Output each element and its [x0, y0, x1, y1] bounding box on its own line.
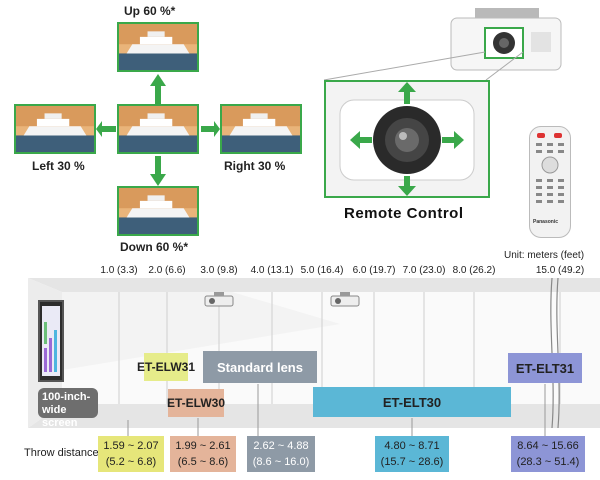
scale-tick-2: 2.0 (6.6): [148, 265, 186, 276]
throw-value-elw30: 1.99 ~ 2.61 (6.5 ~ 8.6): [170, 436, 236, 472]
throw-meters: 8.64 ~ 15.66: [517, 440, 579, 452]
lens-et-elt31: ET-ELT31: [508, 353, 582, 383]
throw-meters: 2.62 ~ 4.88: [253, 440, 309, 452]
scale-tick-7: 7.0 (23.0): [402, 265, 446, 276]
screen-size-label: 100-inch-wide screen: [38, 388, 98, 429]
lens-zoom-box: [324, 80, 490, 198]
zoom-connector: [323, 51, 524, 81]
projector-icon: [450, 8, 562, 71]
throw-feet: (5.2 ~ 6.8): [105, 456, 157, 468]
remote-control-label: Remote Control: [344, 205, 464, 222]
scale-tick-15: 15.0 (49.2): [535, 265, 585, 276]
scale-tick-1: 1.0 (3.3): [100, 265, 138, 276]
remote-brand-logo: Panasonic: [533, 219, 559, 225]
lens-et-elt30: ET-ELT30: [313, 387, 511, 417]
throw-meters: 1.59 ~ 2.07: [103, 440, 159, 452]
scale-tick-3: 3.0 (9.8): [200, 265, 238, 276]
unit-label: Unit: meters (feet): [504, 250, 585, 261]
shift-up-label: Up 60 %*: [124, 4, 176, 18]
throw-value-elw31: 1.59 ~ 2.07 (5.2 ~ 6.8): [98, 436, 164, 472]
range-connectors: [127, 384, 546, 436]
shift-down-label: Down 60 %*: [120, 240, 189, 254]
shift-down-thumbnail: [117, 186, 199, 236]
throw-feet: (15.7 ~ 28.6): [380, 456, 444, 468]
shift-right-label: Right 30 %: [224, 159, 286, 173]
projector-lens-icon: [339, 82, 475, 196]
throw-value-elt30: 4.80 ~ 8.71 (15.7 ~ 28.6): [375, 436, 449, 472]
lens-et-elw31: ET-ELW31: [137, 353, 195, 381]
scale-tick-5: 5.0 (16.4): [300, 265, 344, 276]
ceiling-projector-1-icon: [204, 292, 234, 307]
remote-control-icon: Panasonic: [529, 126, 571, 238]
shift-left-label: Left 30 %: [32, 159, 85, 173]
lens-et-elw30: ET-ELW30: [167, 389, 225, 417]
ceiling-projector-2-icon: [330, 292, 360, 307]
scale-tick-8: 8.0 (26.2): [452, 265, 496, 276]
scale-tick-4: 4.0 (13.1): [250, 265, 294, 276]
shift-arrows-icon: [96, 74, 220, 186]
shift-left-thumbnail: [14, 104, 96, 154]
throw-distance-label: Throw distance: [24, 447, 99, 459]
scale-tick-6: 6.0 (19.7): [352, 265, 396, 276]
throw-feet: (28.3 ~ 51.4): [516, 456, 580, 468]
throw-value-standard: 2.62 ~ 4.88 (8.6 ~ 16.0): [247, 436, 315, 472]
throw-feet: (6.5 ~ 8.6): [177, 456, 229, 468]
shift-right-thumbnail: [220, 104, 302, 154]
projection-screen: [38, 300, 64, 382]
shift-center-thumbnail: [117, 104, 199, 154]
throw-value-elt31: 8.64 ~ 15.66 (28.3 ~ 51.4): [511, 436, 585, 472]
throw-meters: 1.99 ~ 2.61: [175, 440, 231, 452]
throw-meters: 4.80 ~ 8.71: [384, 440, 440, 452]
lens-standard: Standard lens: [203, 351, 317, 383]
throw-feet: (8.6 ~ 16.0): [252, 456, 310, 468]
shift-up-thumbnail: [117, 22, 199, 72]
